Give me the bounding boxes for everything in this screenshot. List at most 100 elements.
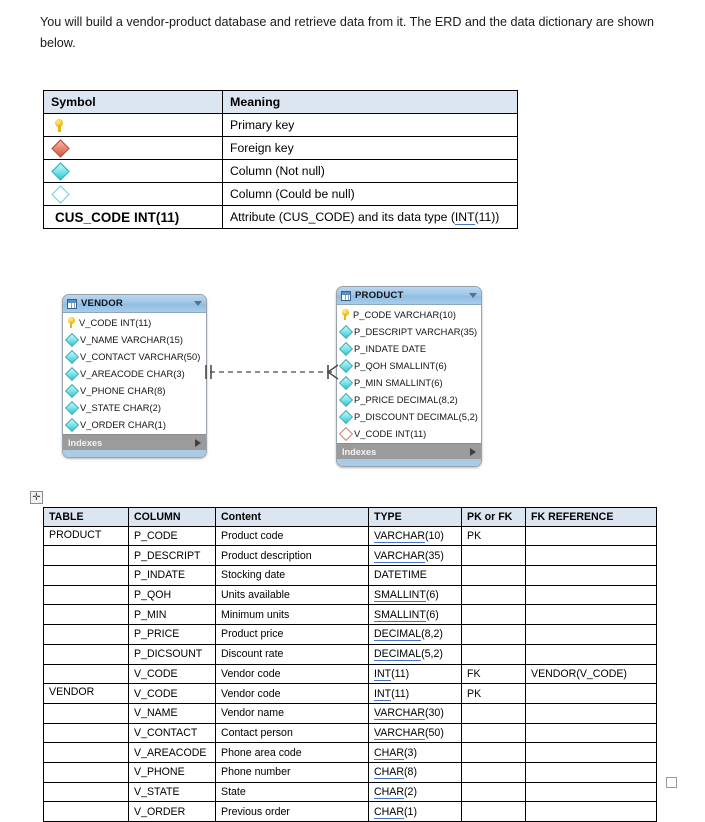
cell-column[interactable]: P_MIN — [128, 604, 216, 626]
cell-pk-or-fk[interactable] — [461, 761, 526, 783]
cell-pk-or-fk[interactable] — [461, 742, 526, 763]
cell-column[interactable]: P_CODE — [128, 525, 216, 547]
cell-table[interactable] — [43, 722, 129, 744]
cell-table[interactable] — [43, 702, 129, 724]
cell-fk-reference[interactable] — [525, 565, 657, 586]
cell-fk-reference[interactable]: VENDOR(V_CODE) — [525, 663, 657, 685]
cell-pk-or-fk[interactable] — [461, 702, 526, 724]
entity-attribute-row[interactable]: V_AREACODE CHAR(3) — [63, 365, 206, 382]
cell-table[interactable] — [43, 781, 129, 803]
cell-content[interactable]: Contact person — [215, 722, 369, 744]
cell-type[interactable]: CHAR(3) — [368, 742, 462, 763]
cell-type[interactable]: SMALLINT(6) — [368, 604, 462, 626]
chevron-down-icon[interactable] — [469, 293, 477, 298]
cell-pk-or-fk[interactable] — [461, 545, 526, 567]
cell-table[interactable]: PRODUCT — [43, 525, 129, 547]
cell-type[interactable]: DATETIME — [368, 565, 462, 586]
entity-vendor-header[interactable]: VENDOR — [63, 295, 206, 313]
cell-column[interactable]: V_PHONE — [128, 761, 216, 783]
cell-column[interactable]: V_CODE — [128, 663, 216, 685]
cell-column[interactable]: V_ORDER — [128, 801, 216, 822]
cell-content[interactable]: Stocking date — [215, 565, 369, 586]
move-cross-icon[interactable]: ✛ — [30, 491, 43, 504]
entity-attribute-row[interactable]: P_QOH SMALLINT(6) — [337, 357, 481, 374]
cell-type[interactable]: VARCHAR(30) — [368, 702, 462, 724]
cell-column[interactable]: P_INDATE — [128, 565, 216, 586]
cell-fk-reference[interactable] — [525, 624, 657, 645]
entity-attribute-row[interactable]: V_PHONE CHAR(8) — [63, 382, 206, 399]
entity-attribute-row[interactable]: P_DESCRIPT VARCHAR(35) — [337, 323, 481, 340]
cell-pk-or-fk[interactable] — [461, 565, 526, 586]
entity-attribute-row[interactable]: V_NAME VARCHAR(15) — [63, 331, 206, 348]
cell-fk-reference[interactable] — [525, 742, 657, 763]
cell-content[interactable]: Phone area code — [215, 742, 369, 763]
entity-attribute-row[interactable]: P_DISCOUNT DECIMAL(5,2) — [337, 408, 481, 425]
cell-table[interactable] — [43, 545, 129, 567]
cell-type[interactable]: DECIMAL(8,2) — [368, 624, 462, 645]
cell-pk-or-fk[interactable] — [461, 624, 526, 645]
cell-content[interactable]: Units available — [215, 584, 369, 606]
cell-table[interactable] — [43, 624, 129, 645]
cell-table[interactable] — [43, 801, 129, 822]
cell-fk-reference[interactable] — [525, 604, 657, 626]
cell-column[interactable]: V_CONTACT — [128, 722, 216, 744]
cell-fk-reference[interactable] — [525, 702, 657, 724]
cell-fk-reference[interactable] — [525, 761, 657, 783]
cell-table[interactable] — [43, 565, 129, 586]
cell-content[interactable]: Product price — [215, 624, 369, 645]
entity-attribute-row[interactable]: V_CODE INT(11) — [63, 314, 206, 331]
cell-pk-or-fk[interactable] — [461, 584, 526, 606]
cell-fk-reference[interactable] — [525, 584, 657, 606]
cell-type[interactable]: VARCHAR(35) — [368, 545, 462, 567]
cell-pk-or-fk[interactable] — [461, 604, 526, 626]
cell-column[interactable]: V_STATE — [128, 781, 216, 803]
cell-content[interactable]: Discount rate — [215, 643, 369, 665]
entity-attribute-row[interactable]: V_CONTACT VARCHAR(50) — [63, 348, 206, 365]
cell-type[interactable]: CHAR(8) — [368, 761, 462, 783]
cell-fk-reference[interactable] — [525, 722, 657, 744]
cell-pk-or-fk[interactable] — [461, 781, 526, 803]
cell-table[interactable] — [43, 604, 129, 626]
entity-attribute-row[interactable]: V_ORDER CHAR(1) — [63, 416, 206, 433]
cell-table[interactable]: VENDOR — [43, 683, 129, 704]
erd-entity-product[interactable]: PRODUCT P_CODE VARCHAR(10)P_DESCRIPT VAR… — [336, 286, 482, 467]
cell-table[interactable] — [43, 643, 129, 665]
entity-attribute-row[interactable]: P_CODE VARCHAR(10) — [337, 306, 481, 323]
cell-fk-reference-with-caret[interactable] — [525, 643, 658, 665]
cell-content[interactable]: Previous order — [215, 801, 369, 822]
entity-attribute-row[interactable]: V_STATE CHAR(2) — [63, 399, 206, 416]
erd-entity-vendor[interactable]: VENDOR V_CODE INT(11)V_NAME VARCHAR(15)V… — [62, 294, 207, 458]
cell-column[interactable]: V_AREACODE — [128, 742, 216, 763]
cell-column[interactable]: P_DICSOUNT — [128, 643, 216, 665]
cell-table[interactable] — [43, 761, 129, 783]
cell-pk-or-fk[interactable]: PK — [461, 525, 526, 547]
cell-column[interactable]: V_CODE — [128, 683, 216, 704]
cell-type[interactable]: CHAR(1) — [368, 801, 462, 822]
resize-handle[interactable] — [666, 777, 677, 788]
chevron-down-icon[interactable] — [194, 301, 202, 306]
cell-table[interactable] — [43, 584, 129, 606]
cell-pk-or-fk[interactable]: FK — [461, 663, 526, 685]
cell-content[interactable]: Vendor code — [215, 683, 369, 704]
cell-pk-or-fk[interactable] — [461, 722, 526, 744]
cell-table[interactable] — [43, 663, 129, 685]
entity-attribute-row[interactable]: P_INDATE DATE — [337, 340, 481, 357]
cell-content[interactable]: State — [215, 781, 369, 803]
cell-type[interactable]: INT(11) — [368, 663, 462, 685]
cell-type[interactable]: DECIMAL(5,2) — [368, 643, 462, 665]
cell-content[interactable]: Vendor name — [215, 702, 369, 724]
cell-pk-or-fk[interactable]: PK — [461, 683, 526, 704]
cell-type[interactable]: INT(11) — [368, 683, 462, 704]
